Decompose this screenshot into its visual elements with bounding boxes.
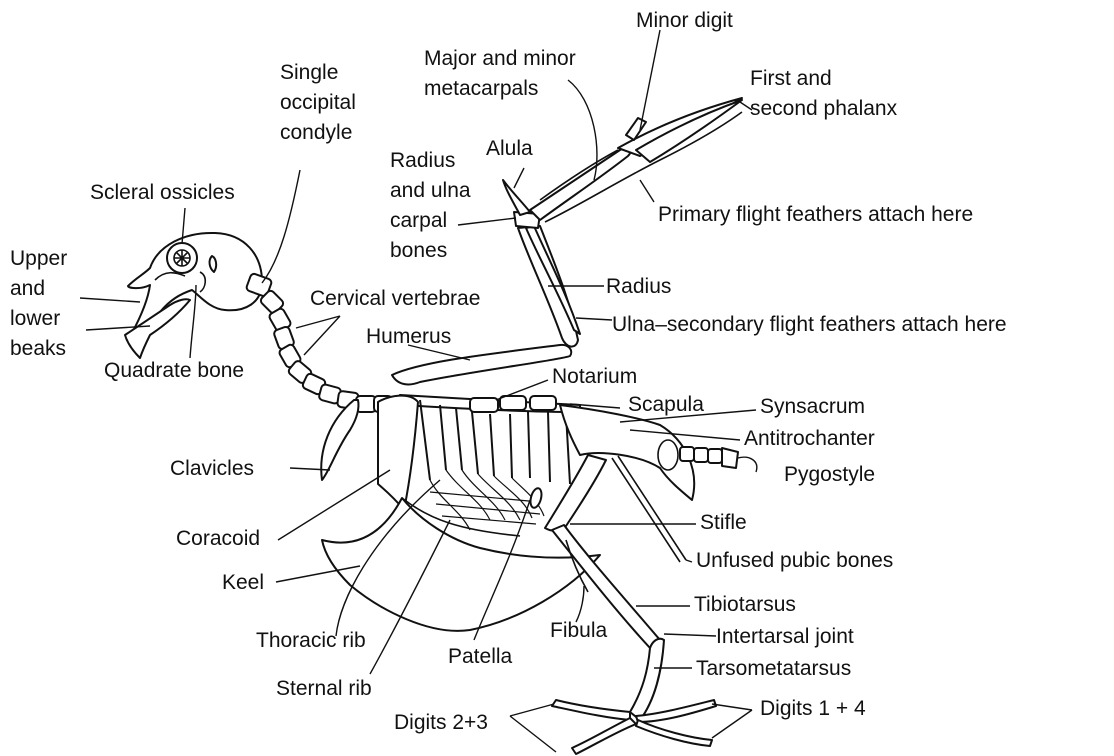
skull bbox=[125, 233, 262, 358]
label-tarsometatarsus: Tarsometatarsus bbox=[696, 654, 851, 684]
label-tibiotarsus: Tibiotarsus bbox=[694, 590, 796, 620]
label-unfused-pubic-bones: Unfused pubic bones bbox=[696, 546, 893, 576]
label-primary-flight-feathers: Primary flight feathers attach here bbox=[658, 200, 973, 230]
radius-bone bbox=[526, 226, 580, 334]
label-intertarsal-joint: Intertarsal joint bbox=[716, 622, 854, 652]
leg bbox=[529, 455, 716, 754]
label-stifle: Stifle bbox=[700, 508, 747, 538]
label-digits-1-4: Digits 1 + 4 bbox=[760, 694, 866, 724]
label-minor-digit: Minor digit bbox=[636, 6, 733, 36]
label-sternal-rib: Sternal rib bbox=[276, 674, 372, 704]
label-notarium: Notarium bbox=[552, 362, 637, 392]
torso bbox=[321, 395, 738, 631]
label-scapula: Scapula bbox=[628, 390, 704, 420]
label-radius-ulna-carpal: Radius and ulna carpal bones bbox=[390, 146, 471, 266]
label-pygostyle: Pygostyle bbox=[784, 460, 875, 490]
label-digits-2-3: Digits 2+3 bbox=[394, 708, 488, 738]
label-quadrate-bone: Quadrate bone bbox=[104, 356, 244, 386]
label-cervical-vertebrae: Cervical vertebrae bbox=[310, 284, 480, 314]
label-clavicles: Clavicles bbox=[170, 454, 254, 484]
label-first-second-phalanx: First and second phalanx bbox=[750, 64, 897, 124]
label-alula: Alula bbox=[486, 134, 533, 164]
label-upper-lower-beaks: Upper and lower beaks bbox=[10, 244, 67, 364]
label-fibula: Fibula bbox=[550, 616, 607, 646]
label-humerus: Humerus bbox=[366, 322, 451, 352]
label-single-occipital-condyle: Single occipital condyle bbox=[280, 58, 356, 148]
label-patella: Patella bbox=[448, 642, 512, 672]
label-synsacrum: Synsacrum bbox=[760, 392, 865, 422]
label-thoracic-rib: Thoracic rib bbox=[256, 626, 366, 656]
label-coracoid: Coracoid bbox=[176, 524, 260, 554]
label-keel: Keel bbox=[222, 568, 264, 598]
label-ulna-secondary: Ulna–secondary flight feathers attach he… bbox=[612, 310, 1007, 340]
label-radius: Radius bbox=[606, 272, 671, 302]
label-major-minor-metacarpals: Major and minor metacarpals bbox=[424, 44, 576, 104]
label-scleral-ossicles: Scleral ossicles bbox=[90, 178, 235, 208]
label-antitrochanter: Antitrochanter bbox=[744, 424, 875, 454]
